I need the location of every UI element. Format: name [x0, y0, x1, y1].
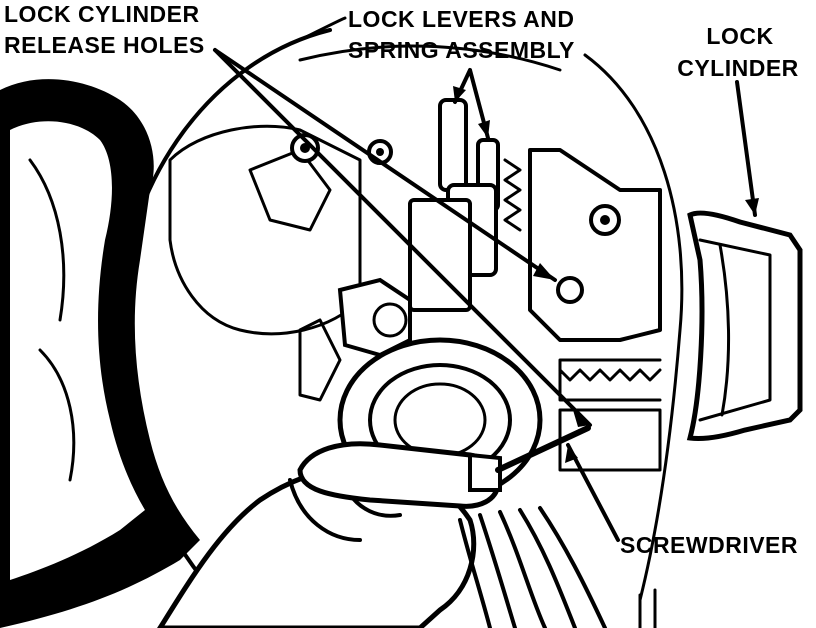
label-cylinder-line2: CYLINDER — [677, 55, 799, 81]
arrowhead-screwdriver — [565, 445, 578, 463]
hub-bracket — [298, 318, 342, 402]
arrowhead-release-b — [573, 410, 590, 427]
lock-cylinder — [686, 210, 803, 441]
column-notch — [248, 148, 332, 232]
arrowhead-levers-a — [453, 86, 466, 102]
label-levers-line2: SPRING ASSEMBLY — [348, 37, 575, 63]
lock-cylinder-rim — [718, 243, 731, 417]
hub-bolt-center — [372, 302, 408, 338]
label-cylinder-line1: LOCK — [706, 23, 774, 49]
arrowhead-release-a — [533, 263, 555, 280]
leader-cylinder — [735, 80, 757, 217]
left-hand-highlight — [10, 121, 145, 581]
release-hole-upper-inner — [300, 143, 310, 153]
mechanism-block — [528, 148, 662, 342]
lock-cylinder-face — [698, 238, 772, 422]
left-hand-shading — [28, 158, 76, 482]
screwdriver-shaft — [495, 425, 591, 473]
label-release-holes-line2: RELEASE HOLES — [4, 32, 205, 58]
wire-bundle — [458, 506, 607, 628]
label-levers-line1: LOCK LEVERS AND — [348, 6, 575, 32]
lever-a — [438, 98, 468, 192]
mechanism-boss-lower — [556, 276, 584, 304]
leader-release-holes-a — [213, 48, 557, 282]
leader-release-holes-b — [213, 48, 592, 427]
leader-levers-arc — [298, 16, 347, 42]
mechanism-boss-inner — [600, 215, 610, 225]
arrowhead-cylinder — [745, 198, 759, 215]
label-screwdriver: SCREWDRIVER — [620, 532, 799, 558]
spring-coils — [503, 158, 522, 232]
screwdriver-ferrule — [468, 452, 502, 492]
housing-inner-arc — [583, 53, 684, 602]
gear-rack — [558, 358, 662, 402]
shaft-stub — [638, 588, 657, 628]
hub-core — [393, 382, 487, 458]
housing-top-arc — [298, 44, 562, 72]
release-hole-right-inner — [376, 148, 384, 156]
column-face — [168, 124, 362, 336]
label-release-holes-line1: LOCK CYLINDER — [4, 1, 200, 27]
arrowhead-levers-b — [478, 120, 490, 138]
leader-screwdriver — [566, 443, 620, 542]
